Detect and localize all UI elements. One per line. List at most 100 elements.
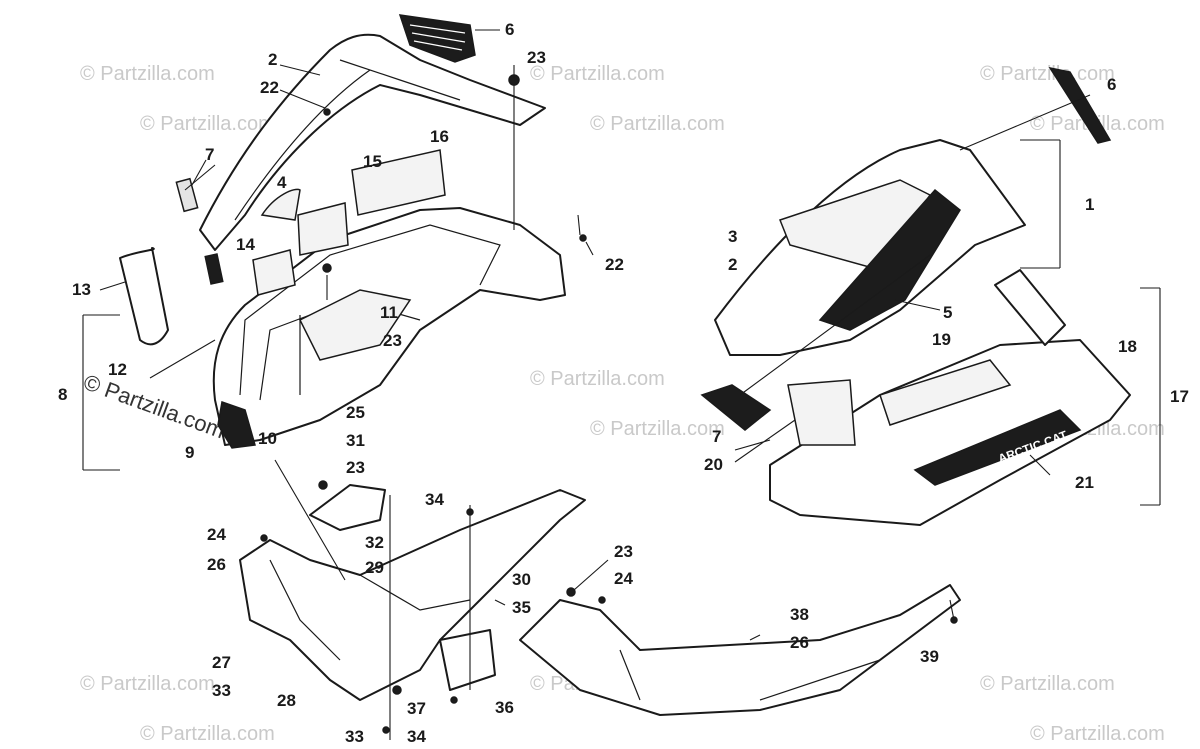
callout-label: 22: [260, 78, 279, 97]
callout-label: 21: [1075, 473, 1094, 492]
decal-19: [879, 359, 1012, 426]
callout-label: 34: [407, 727, 426, 746]
callout-label: 16: [430, 127, 449, 146]
callout-label: 10: [258, 429, 277, 448]
plate-part: [439, 629, 496, 691]
window-part: [298, 289, 412, 361]
callout-label: 23: [383, 331, 402, 350]
callout-label: 24: [207, 525, 226, 544]
callout-label: 11: [380, 303, 398, 322]
fastener-part: [450, 696, 458, 704]
callout-label: 28: [277, 691, 296, 710]
watermark: © Partzilla.com: [590, 418, 725, 440]
hood-assembly: [119, 14, 587, 449]
watermark: © Partzilla.com: [980, 673, 1115, 695]
callout-label: 5: [943, 303, 952, 322]
screw-part: [323, 108, 331, 116]
callout-label: 30: [512, 570, 531, 589]
grille-part: [700, 384, 772, 431]
callout-label: 8: [58, 385, 67, 404]
callout-label: 18: [1118, 337, 1137, 356]
callout-label: 22: [605, 255, 624, 274]
callout-label: 9: [185, 443, 194, 462]
watermark: © Partzilla.com: [80, 63, 215, 85]
callout-label: 29: [365, 558, 384, 577]
callout-label: 3: [728, 227, 737, 246]
watermark: © Partzilla.com: [980, 63, 1115, 85]
watermark: © Partzilla.com: [140, 113, 275, 135]
decal-21: [913, 409, 1082, 486]
nut-part: [322, 263, 332, 273]
spring-part: [204, 253, 224, 285]
callout-label: 19: [932, 330, 951, 349]
callout-label: 2: [268, 50, 277, 69]
watermark: © Partzilla.com: [80, 673, 215, 695]
tube-part: [119, 247, 169, 346]
callout-label: 4: [277, 173, 287, 192]
decal-part: [297, 202, 349, 256]
screw-part: [579, 234, 587, 242]
callout-label: 31: [346, 431, 365, 450]
callout-label: 6: [505, 20, 514, 39]
side-panel-part: [199, 33, 546, 251]
callout-label: 23: [346, 458, 365, 477]
callout-label: 27: [212, 653, 231, 672]
watermark: © Partzilla.com: [530, 63, 665, 85]
window-part: [260, 188, 301, 221]
callout-label: 26: [790, 633, 809, 652]
bumper-part: [175, 177, 199, 213]
callout-label: 25: [346, 403, 365, 422]
nut-part: [566, 587, 576, 597]
decal-part: [252, 249, 296, 296]
callout-label: 14: [236, 235, 255, 254]
callout-label: 23: [527, 48, 546, 67]
callout-label: 20: [704, 455, 723, 474]
callout-label: 33: [345, 727, 364, 746]
watermark: © Partzilla.com: [530, 368, 665, 390]
watermark: © Partzilla.com: [140, 723, 275, 745]
callout-label: 39: [920, 647, 939, 666]
decal-5: [818, 188, 961, 331]
watermark: © Partzilla.com: [590, 113, 725, 135]
fastener-part: [260, 534, 268, 542]
callout-label: 12: [108, 360, 127, 379]
callout-label: 38: [790, 605, 809, 624]
callout-labels: 6 23 2 22 16 15 4 7 14 22 13 11 23 12 8 …: [58, 20, 1189, 746]
decal-part: [351, 149, 446, 216]
screw-part: [598, 596, 606, 604]
leader-lines: [82, 29, 1161, 740]
fastener-part: [382, 726, 390, 734]
watermark: © Partzilla.com: [1030, 723, 1165, 745]
belly-pan-assembly: [239, 480, 961, 734]
callout-label: 7: [712, 427, 721, 446]
side-panel-assembly: ARCTIC CAT: [700, 66, 1131, 526]
nut-part: [318, 480, 328, 490]
callout-label: 37: [407, 699, 426, 718]
callout-label: 23: [614, 542, 633, 561]
callout-label: 34: [425, 490, 444, 509]
bumper-part: [519, 584, 961, 716]
nut-part: [392, 685, 402, 695]
callout-label: 2: [728, 255, 737, 274]
watermark-overlay: © Partzilla.com: [80, 369, 228, 443]
bracket-part: [994, 269, 1066, 346]
lower-side-panel: [769, 339, 1131, 526]
callout-label: 24: [614, 569, 633, 588]
vent-part: [217, 401, 256, 449]
callout-label: 17: [1170, 387, 1189, 406]
decal-20: [787, 379, 856, 446]
callout-label: 36: [495, 698, 514, 717]
callout-label: 7: [205, 145, 214, 164]
bracket-part: [309, 484, 386, 531]
grille-part: [1048, 66, 1112, 144]
callout-label: 6: [1107, 75, 1116, 94]
callout-label: 15: [363, 152, 382, 171]
belly-pan-part: [239, 489, 586, 701]
callout-label: 32: [365, 533, 384, 552]
callout-label: 13: [72, 280, 91, 299]
callout-label: 1: [1085, 195, 1094, 214]
callout-label: 33: [212, 681, 231, 700]
callout-label: 26: [207, 555, 226, 574]
